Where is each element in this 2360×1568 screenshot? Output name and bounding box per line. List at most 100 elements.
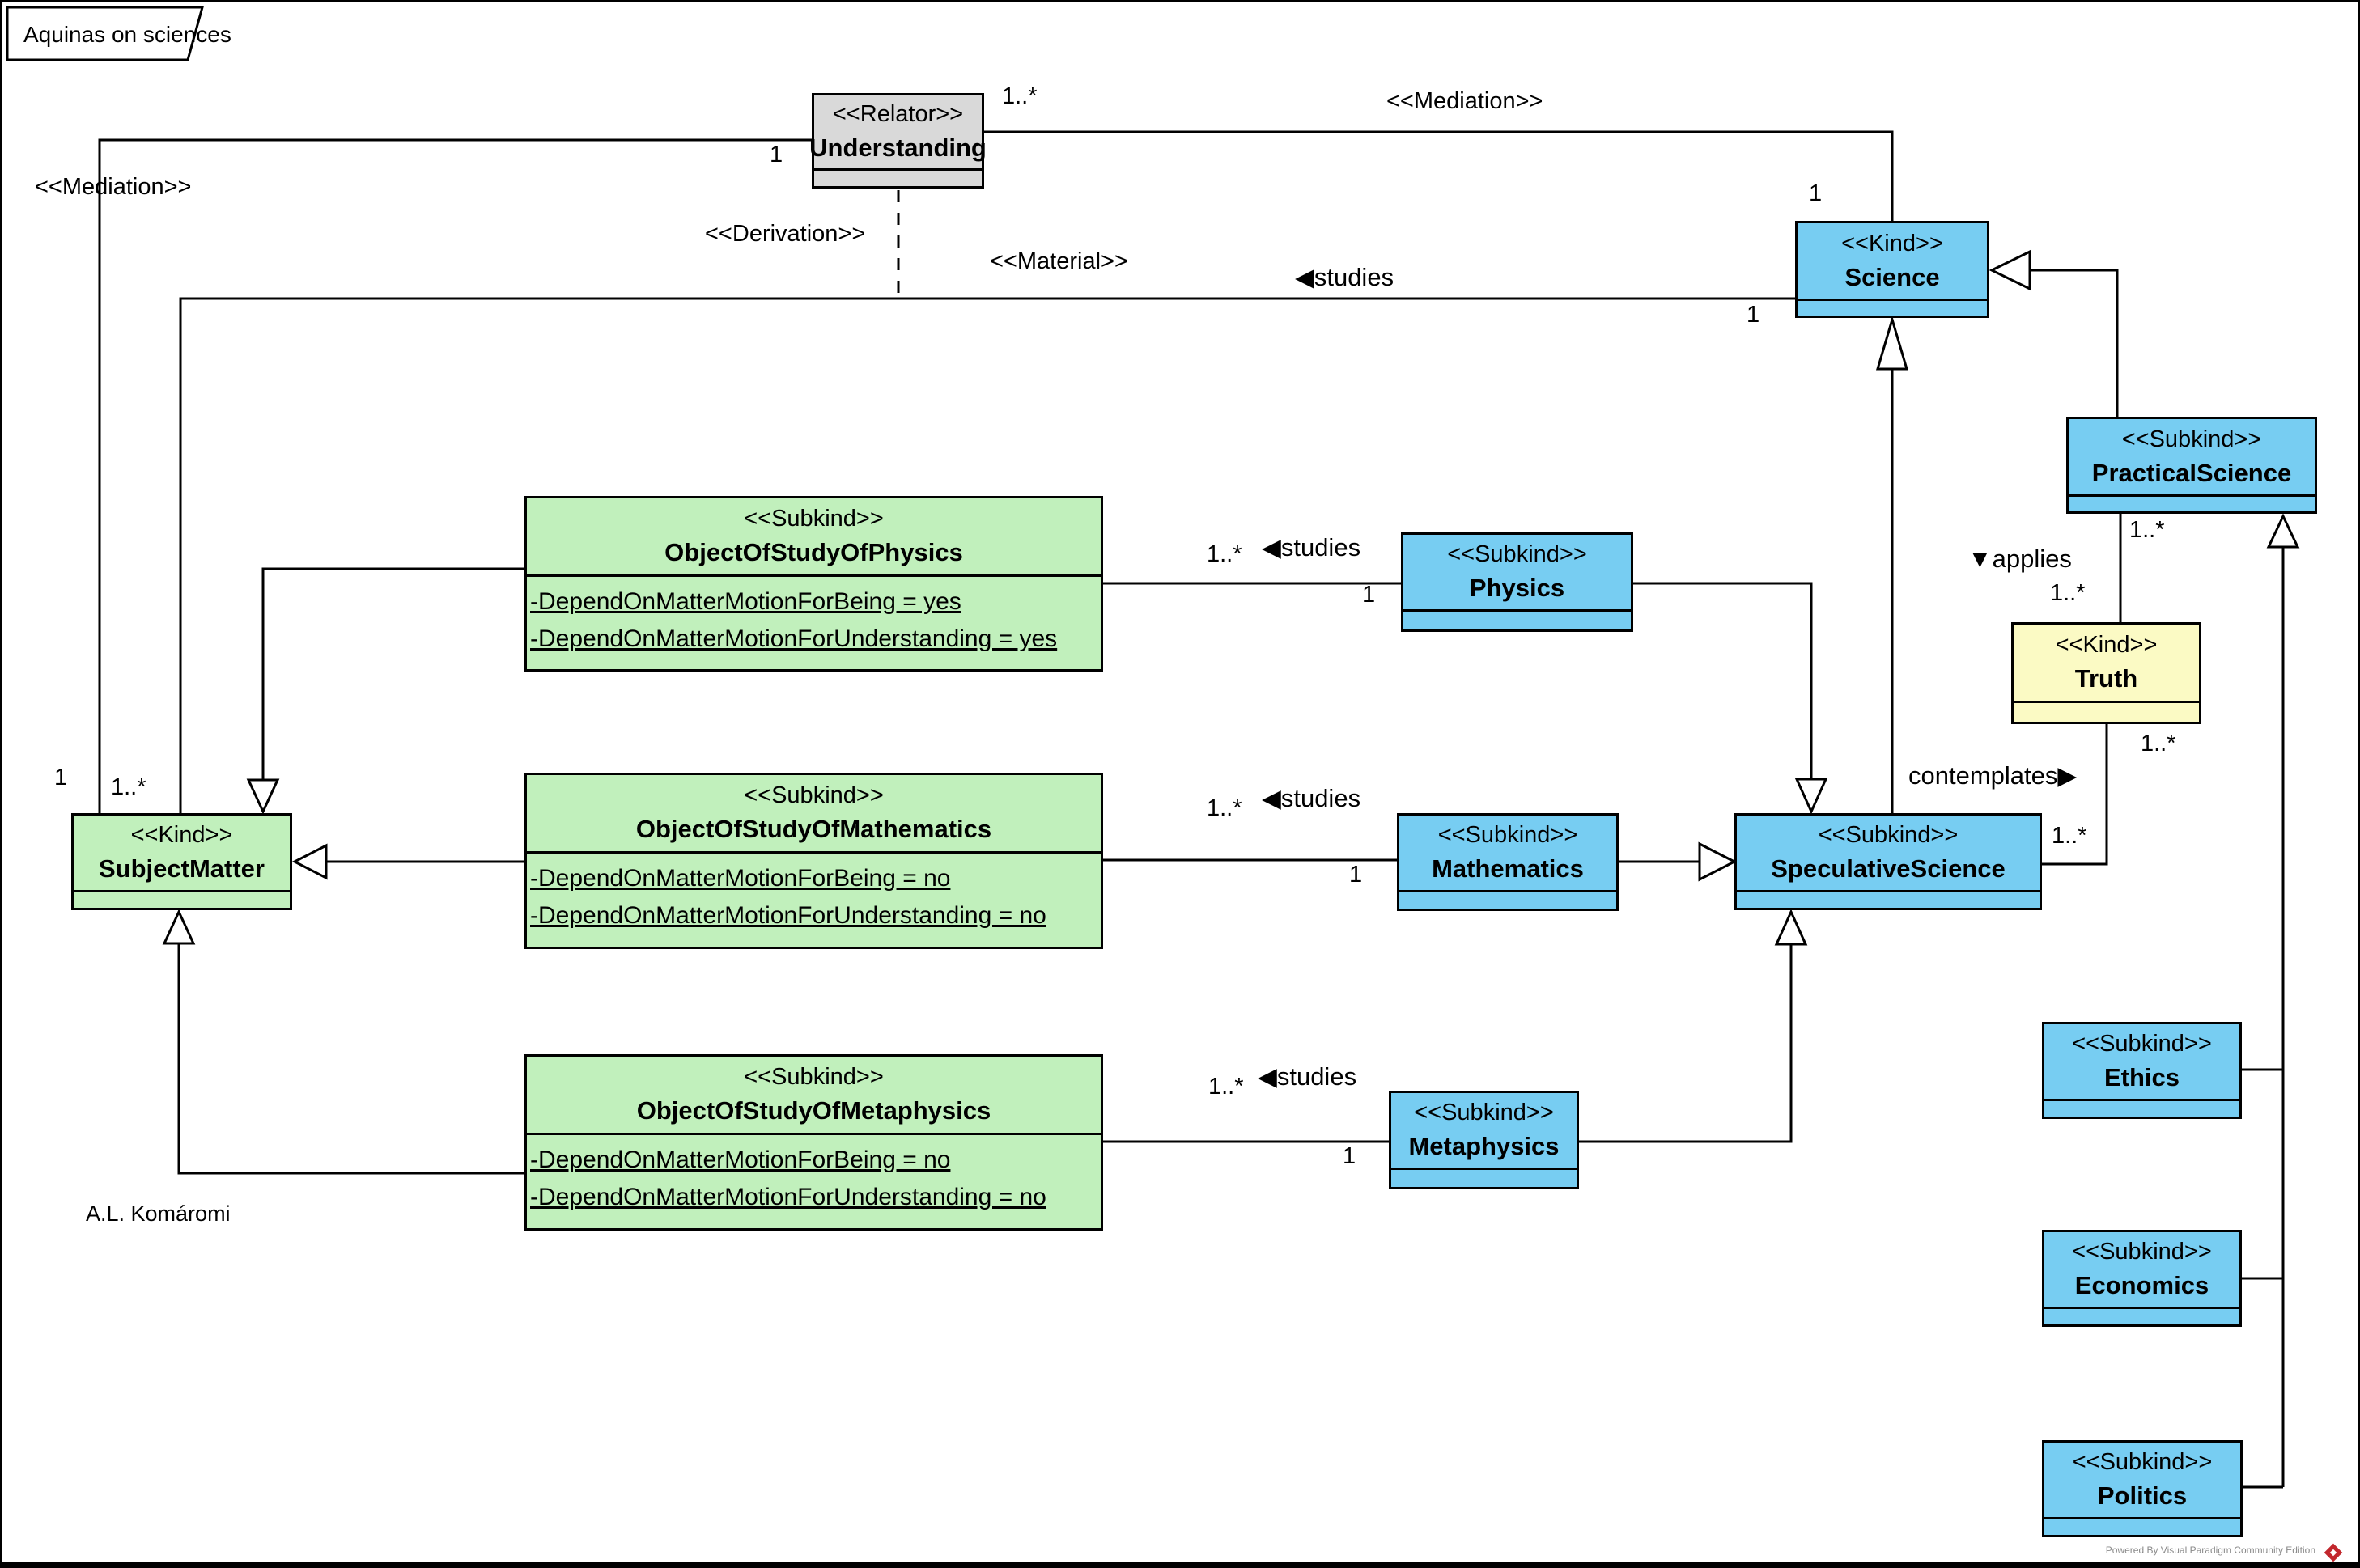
class-name: ObjectOfStudyOfMathematics [635, 815, 992, 843]
class-name: ObjectOfStudyOfPhysics [664, 538, 963, 566]
class-stereotype: <<Subkind>> [744, 782, 884, 808]
edge-label-derivation[interactable]: <<Derivation>> [705, 221, 866, 247]
class-name: SpeculativeScience [1771, 854, 2006, 883]
edge-label-studies-main[interactable]: ◀studies [1295, 263, 1394, 291]
class-name: Politics [2097, 1481, 2188, 1510]
generalization-arrow-icon [246, 778, 280, 815]
multiplicity: 1 [770, 142, 783, 167]
multiplicity: 1 [54, 765, 68, 790]
class-stereotype: <<Subkind>> [2072, 1449, 2213, 1475]
class-attribute: -DependOnMatterMotionForUnderstanding = … [530, 625, 1058, 652]
class-name: Truth [2074, 664, 2138, 693]
class-stereotype: <<Subkind>> [744, 1064, 884, 1090]
edge-label-contemplates[interactable]: contemplates▶ [1908, 761, 2078, 790]
class-understanding[interactable]: <<Relator>> Understanding [809, 93, 987, 189]
edge-label-studies-mathematics[interactable]: ◀studies [1262, 784, 1361, 812]
class-stereotype: <<Relator>> [832, 101, 964, 127]
class-attribute: -DependOnMatterMotionForUnderstanding = … [530, 1184, 1046, 1210]
class-name: Physics [1469, 574, 1565, 602]
class-practical-science[interactable]: <<Subkind>> PracticalScience [2066, 417, 2317, 514]
generalization-arrow-icon [1698, 841, 1738, 882]
class-stereotype: <<Subkind>> [2072, 1031, 2212, 1057]
class-stereotype: <<Subkind>> [2121, 426, 2262, 452]
edge-label-studies-metaphysics[interactable]: ◀studies [1258, 1062, 1357, 1091]
class-stereotype: <<Kind>> [2055, 632, 2158, 658]
generalization-arrow-icon [1875, 315, 1909, 371]
class-truth[interactable]: <<Kind>> Truth [2011, 622, 2201, 724]
multiplicity: 1..* [1208, 1074, 1244, 1100]
class-stereotype: <<Subkind>> [2072, 1239, 2212, 1265]
edge-label-applies[interactable]: ▼applies [1967, 545, 2072, 573]
edge-gen-subkinds-practicalscience[interactable] [2242, 547, 2285, 1489]
class-stereotype: <<Subkind>> [1447, 541, 1587, 567]
edge-label-mediation-right[interactable]: <<Mediation>> [1386, 88, 1543, 114]
class-attribute: -DependOnMatterMotionForBeing = no [530, 865, 951, 892]
edge-material-science-subjectmatter[interactable] [179, 297, 1795, 813]
edge-gen-practicalscience-science[interactable] [2030, 269, 2119, 417]
edge-contemplates-truth-speculativescience[interactable] [2042, 724, 2108, 866]
class-stereotype: <<Kind>> [130, 822, 233, 848]
class-stereotype: <<Kind>> [1841, 230, 1943, 256]
class-attribute: -DependOnMatterMotionForBeing = yes [530, 588, 961, 615]
class-stereotype: <<Subkind>> [1437, 822, 1578, 848]
class-speculative-science[interactable]: <<Subkind>> SpeculativeScience [1734, 813, 2042, 910]
powered-by-label: Powered By Visual Paradigm Community Edi… [2105, 1545, 2315, 1556]
class-economics[interactable]: <<Subkind>> Economics [2042, 1230, 2242, 1327]
edge-mediation-understanding-subjectmatter[interactable] [98, 138, 812, 813]
edge-gen-oosmetaphysics-subjectmatter[interactable] [177, 943, 524, 1175]
class-stereotype: <<Subkind>> [744, 506, 884, 532]
class-name: ObjectOfStudyOfMetaphysics [636, 1096, 991, 1125]
class-name: SubjectMatter [99, 854, 265, 883]
generalization-arrow-icon [291, 843, 328, 880]
edge-gen-physics-speculativescience[interactable] [1633, 582, 1813, 779]
multiplicity: 1..* [111, 774, 146, 800]
class-attribute: -DependOnMatterMotionForBeing = no [530, 1146, 951, 1173]
edge-gen-oosphysics-subjectmatter[interactable] [261, 567, 524, 780]
multiplicity: 1..* [2141, 731, 2176, 756]
class-name: PracticalScience [2091, 458, 2292, 487]
class-stereotype: <<Subkind>> [1414, 1100, 1554, 1125]
author-label: A.L. Komáromi [86, 1201, 231, 1226]
class-ethics[interactable]: <<Subkind>> Ethics [2042, 1022, 2242, 1119]
generalization-arrow-icon [162, 909, 196, 945]
multiplicity: 1..* [1002, 83, 1038, 109]
diagram-title-tab[interactable] [6, 6, 204, 61]
class-physics[interactable]: <<Subkind>> Physics [1401, 532, 1633, 632]
class-object-of-study-of-metaphysics[interactable]: <<Subkind>> ObjectOfStudyOfMetaphysics -… [524, 1054, 1103, 1231]
class-mathematics[interactable]: <<Subkind>> Mathematics [1397, 813, 1619, 911]
generalization-arrow-icon [1774, 909, 1808, 946]
multiplicity: 1..* [2052, 823, 2087, 849]
multiplicity: 1 [1343, 1143, 1356, 1169]
edge-mediation-understanding-science[interactable] [984, 130, 1894, 221]
edge-label-material[interactable]: <<Material>> [990, 248, 1128, 274]
multiplicity: 1..* [1207, 541, 1242, 567]
edge-label-mediation-left[interactable]: <<Mediation>> [35, 174, 192, 200]
class-object-of-study-of-physics[interactable]: <<Subkind>> ObjectOfStudyOfPhysics -Depe… [524, 496, 1103, 672]
multiplicity: 1 [1809, 180, 1823, 206]
class-name: Metaphysics [1408, 1132, 1560, 1160]
multiplicity: 1 [1349, 862, 1363, 888]
class-name: Science [1844, 262, 1940, 291]
multiplicity: 1..* [2050, 580, 2086, 606]
class-name: Understanding [809, 133, 987, 162]
class-subject-matter[interactable]: <<Kind>> SubjectMatter [71, 813, 292, 910]
generalization-arrow-icon [2266, 513, 2300, 549]
class-politics[interactable]: <<Subkind>> Politics [2042, 1440, 2243, 1537]
edge-label-studies-physics[interactable]: ◀studies [1262, 533, 1361, 562]
generalization-arrow-icon [1989, 249, 2031, 291]
class-name: Economics [2074, 1271, 2209, 1299]
class-name: Mathematics [1432, 854, 1584, 883]
class-stereotype: <<Subkind>> [1818, 822, 1959, 848]
generalization-arrow-icon [1794, 778, 1828, 815]
class-attribute: -DependOnMatterMotionForUnderstanding = … [530, 902, 1046, 929]
class-object-of-study-of-mathematics[interactable]: <<Subkind>> ObjectOfStudyOfMathematics -… [524, 773, 1103, 949]
multiplicity: 1..* [1207, 795, 1242, 821]
class-name: Ethics [2103, 1063, 2180, 1091]
class-science[interactable]: <<Kind>> Science [1795, 221, 1989, 318]
multiplicity: 1 [1747, 302, 1760, 328]
multiplicity: 1 [1362, 582, 1376, 608]
class-metaphysics[interactable]: <<Subkind>> Metaphysics [1389, 1091, 1579, 1189]
edge-gen-metaphysics-speculativescience[interactable] [1579, 944, 1793, 1143]
